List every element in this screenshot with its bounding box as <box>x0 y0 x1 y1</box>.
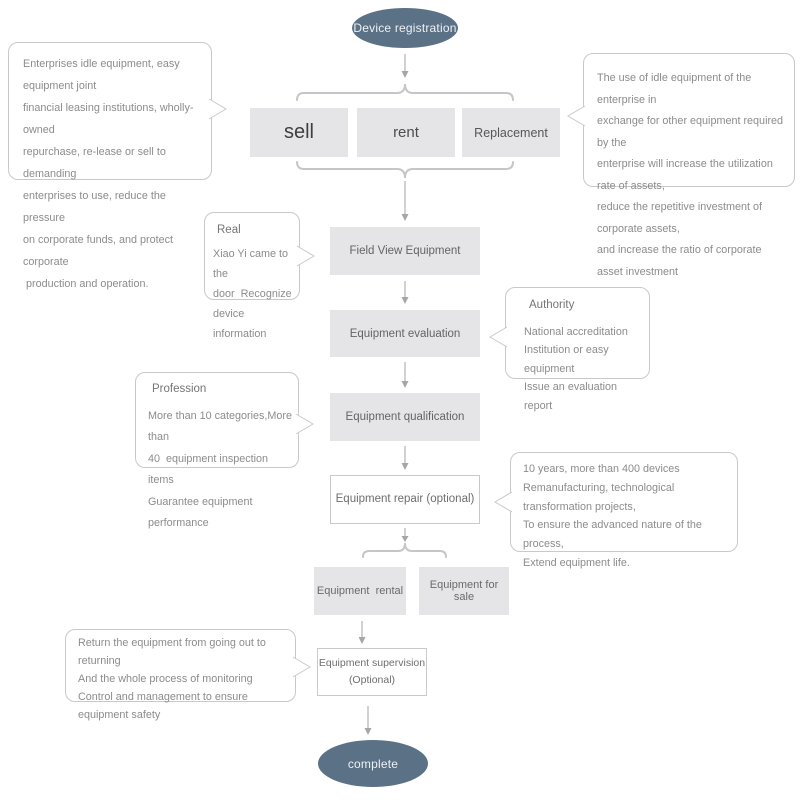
callout-line: To ensure the advanced nature of the pro… <box>523 519 705 551</box>
arrow-repair-to-split <box>401 528 409 542</box>
callout-tail-right-icon <box>295 413 314 435</box>
callout-tail-right-icon <box>292 656 311 678</box>
arrow-qualification-to-repair <box>401 446 409 470</box>
callout-tail-left-icon <box>489 326 508 348</box>
step-box-evaluation: Equipment evaluation <box>330 310 480 357</box>
callout-line: Institution or easy equipment <box>524 344 612 375</box>
rent-label: rent <box>393 124 419 141</box>
callout-tail-right-icon <box>296 245 315 267</box>
option-box-sell: sell <box>250 108 348 157</box>
qualification-label: Equipment qualification <box>345 411 465 423</box>
callout-line: Extend equipment life. <box>523 556 630 569</box>
callout-tail-right-icon <box>208 98 227 120</box>
callout-line: enterprises to use, reduce the pressure <box>23 190 169 224</box>
callout-line: And the whole process of monitoring <box>78 673 253 685</box>
arrow-rental-to-supervision <box>358 621 366 644</box>
device-registration-node: Device registration <box>352 8 458 48</box>
callout-line: National accreditation <box>524 325 628 338</box>
arrow-fieldview-to-evaluation <box>401 281 409 304</box>
callout-line: More than 10 categories,More than <box>148 409 296 444</box>
callout-line: reduce the repetitive investment of corp… <box>597 201 766 235</box>
callout-line: door Recognize <box>213 288 292 300</box>
callout-line: Return the equipment from going out to r… <box>78 637 269 667</box>
callout-exchange-benefit: The use of idle equipment of the enterpr… <box>567 53 795 299</box>
callout-line: repurchase, re-lease or sell to demandin… <box>23 146 169 180</box>
callout-title: Real <box>217 224 241 236</box>
complete-label: complete <box>347 756 399 771</box>
brace-over-rental-sale <box>362 542 447 558</box>
arrow-evaluation-to-qualification <box>401 362 409 388</box>
step-box-supervision: Equipment supervision (Optional) <box>317 648 427 696</box>
sell-label: sell <box>283 121 314 143</box>
callout-title: Authority <box>529 299 575 311</box>
step-box-field-view: Field View Equipment <box>330 227 480 275</box>
arrow-supervision-to-complete <box>364 706 372 735</box>
callout-line: production and operation. <box>23 278 149 290</box>
callout-title: Profession <box>152 383 207 395</box>
step-box-rental: Equipment rental <box>314 567 406 615</box>
brace-over-options <box>296 83 514 101</box>
step-box-qualification: Equipment qualification <box>330 393 480 441</box>
callout-line: exchange for other equipment required by… <box>597 115 787 149</box>
callout-line: Issue an evaluation report <box>524 381 621 412</box>
callout-line: The use of idle equipment of the enterpr… <box>597 72 755 106</box>
callout-tail-left-icon <box>494 491 513 513</box>
callout-line: Xiao Yi came to the <box>213 248 292 280</box>
supervision-label-line1: Equipment supervision <box>318 657 426 669</box>
callout-line: and increase the ratio of corporate asse… <box>597 244 765 278</box>
callout-line: Remanufacturing, technological transform… <box>523 481 678 513</box>
callout-line: Control and management to ensure equipme… <box>78 691 251 721</box>
callout-real: Real Xiao Yi came to the door Recognize … <box>204 212 315 340</box>
callout-line: Enterprises idle equipment, easy equipme… <box>23 58 183 92</box>
replacement-label: Replacement <box>474 125 548 140</box>
callout-remanufacture: 10 years, more than 400 devices Remanufa… <box>494 452 738 569</box>
arrow-options-to-fieldview <box>401 181 409 221</box>
callout-line: 40 equipment inspection items <box>148 452 272 487</box>
callout-authority: Authority National accreditation Institu… <box>489 287 650 412</box>
callout-line: device information <box>213 308 267 340</box>
device-registration-label: Device registration <box>353 21 457 35</box>
callout-line: enterprise will increase the utilization… <box>597 158 776 192</box>
complete-node: complete <box>318 740 428 787</box>
callout-line: Guarantee equipment performance <box>148 495 256 530</box>
step-box-repair: Equipment repair (optional) <box>330 475 480 524</box>
option-box-rent: rent <box>357 108 455 157</box>
supervision-label-line2: (Optional) <box>348 674 396 686</box>
brace-under-options <box>296 161 514 179</box>
rental-label: Equipment rental <box>316 585 404 597</box>
step-box-sale: Equipment for sale <box>419 567 509 615</box>
option-box-replacement: Replacement <box>462 108 560 157</box>
arrow-start-to-options <box>401 54 409 78</box>
sale-label: Equipment for sale <box>429 579 502 603</box>
callout-idle-equipment: Enterprises idle equipment, easy equipme… <box>8 42 227 290</box>
callout-profession: Profession More than 10 categories,More … <box>135 372 314 529</box>
evaluation-label: Equipment evaluation <box>349 327 461 340</box>
callout-line: on corporate funds, and protect corporat… <box>23 234 177 268</box>
repair-label: Equipment repair (optional) <box>335 493 475 505</box>
callout-line: financial leasing institutions, wholly-o… <box>23 102 194 136</box>
callout-supervision-note: Return the equipment from going out to r… <box>65 629 311 721</box>
callout-tail-left-icon <box>567 105 586 127</box>
callout-line: 10 years, more than 400 devices <box>523 463 680 475</box>
field-view-label: Field View Equipment <box>349 245 461 257</box>
